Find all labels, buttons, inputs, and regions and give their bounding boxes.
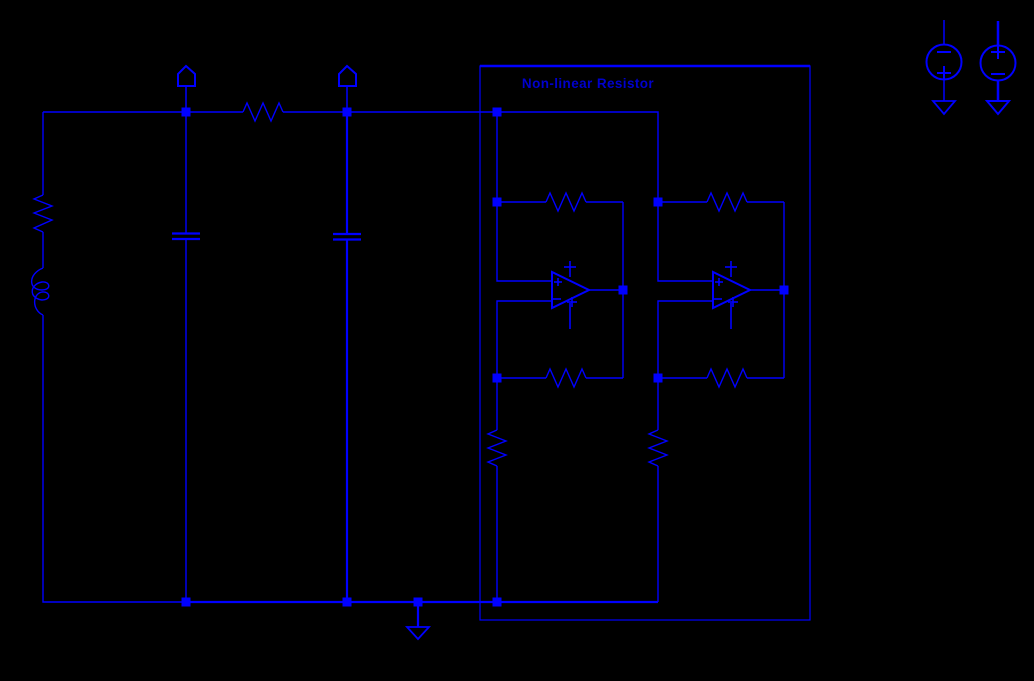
junction [181, 107, 191, 117]
oa1-inv-wire[interactable] [496, 300, 552, 378]
capacitor-2[interactable] [333, 112, 361, 602]
load-resistor-1[interactable] [486, 429, 508, 467]
vsource-positive[interactable] [979, 21, 1017, 116]
junction [181, 597, 191, 607]
capacitor-1[interactable] [172, 112, 200, 602]
series-resistor[interactable] [242, 101, 284, 123]
junction [342, 597, 352, 607]
junction [779, 285, 789, 295]
junction [342, 107, 352, 117]
nonlinear-resistor-box[interactable]: Non-linear Resistor [479, 64, 811, 621]
junction [653, 197, 663, 207]
load-resistor-2[interactable] [647, 429, 669, 467]
junction [413, 597, 423, 607]
converter-1[interactable] [486, 112, 624, 602]
port-pentagon-icon[interactable] [177, 64, 196, 87]
left-resistor[interactable] [32, 194, 54, 233]
wire-net[interactable] [42, 111, 659, 604]
opamp-triangle-icon[interactable] [551, 270, 592, 310]
io-port-2[interactable] [338, 64, 357, 112]
wire-top-right[interactable] [283, 111, 659, 202]
converter-2[interactable] [647, 191, 785, 602]
opamp-triangle-icon[interactable] [712, 270, 753, 310]
opamp-1[interactable] [551, 261, 592, 329]
oa2-noninv-wire[interactable] [657, 202, 713, 282]
feedback-resistor-2-bottom[interactable] [706, 367, 748, 389]
opamp-2[interactable] [712, 261, 753, 329]
subcircuit-border[interactable] [479, 65, 811, 621]
ground-main[interactable] [404, 602, 432, 641]
vsource-negative[interactable] [925, 20, 963, 116]
oa2-inv-wire[interactable] [657, 300, 713, 378]
oa1-noninv-wire[interactable] [496, 112, 552, 282]
feedback-resistor-1-bottom[interactable] [545, 367, 587, 389]
junction [492, 107, 502, 117]
junction-dots [181, 107, 789, 607]
feedback-resistor-1-top[interactable] [545, 191, 587, 213]
left-inductor[interactable] [30, 267, 50, 316]
feedback-resistor-2-top[interactable] [706, 191, 748, 213]
port-pentagon-icon[interactable] [338, 64, 357, 87]
junction [492, 597, 502, 607]
junction [492, 197, 502, 207]
ground-triangle-icon[interactable] [931, 100, 957, 116]
wire-left-lower[interactable] [42, 315, 186, 603]
junction [653, 373, 663, 383]
junction [618, 285, 628, 295]
subcircuit-title: Non-linear Resistor [522, 76, 654, 91]
junction [492, 373, 502, 383]
ground-triangle-icon[interactable] [984, 100, 1012, 116]
io-port-1[interactable] [177, 64, 196, 112]
ground-triangle-icon[interactable] [404, 626, 432, 641]
